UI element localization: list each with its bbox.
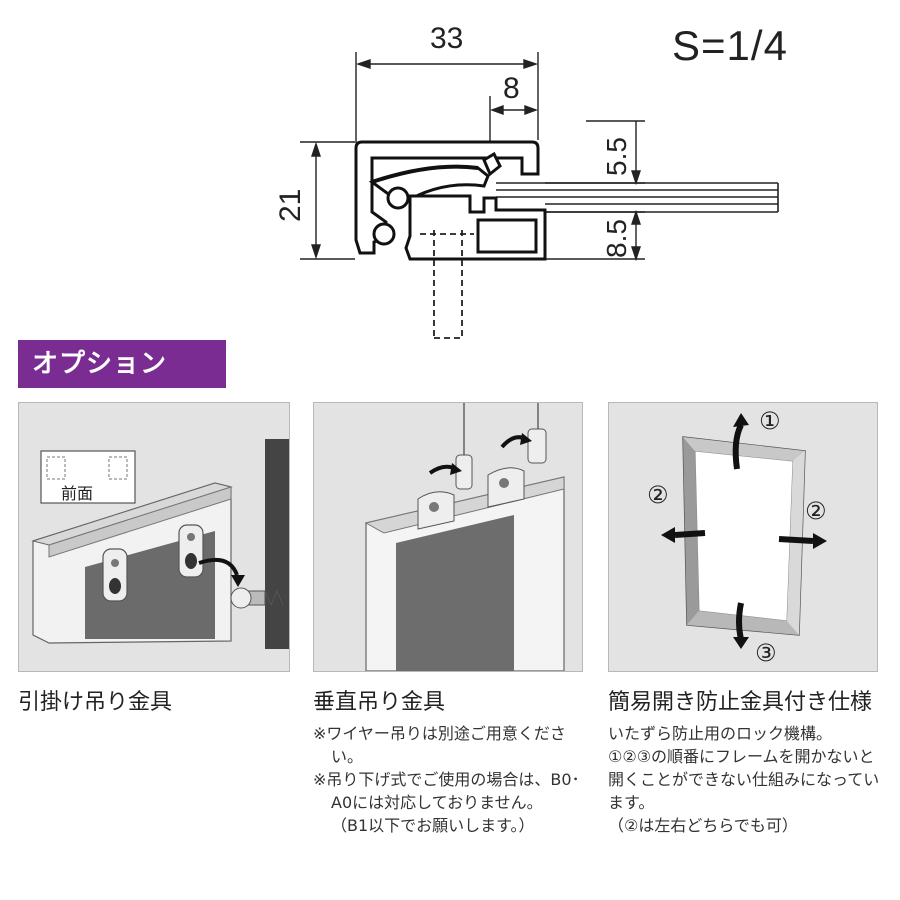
anti-open-note-1: いたずら防止用のロック機構。 — [608, 724, 833, 743]
step-marker-2-right: ② — [805, 497, 827, 525]
dim-gap-bottom: 8.5 — [601, 219, 632, 258]
step-marker-1: ① — [759, 407, 781, 435]
step-marker-2-left: ② — [647, 481, 669, 509]
anti-open-note-3: （②は左右どちらでも可） — [608, 816, 798, 835]
dim-width-total: 33 — [430, 22, 463, 55]
anti-open-illustration — [661, 413, 827, 649]
option-title-vertical-bracket: 垂直吊り金具 — [313, 690, 446, 715]
option-section-tag: オプション — [18, 340, 226, 388]
hanging-bracket-illustration — [31, 439, 289, 649]
vertical-note-3: （B1以下でお願いします。） — [331, 816, 535, 835]
anti-open-notes: いたずら防止用のロック機構。 ①②③の順番にフレームを開かないと開くことができな… — [608, 722, 880, 837]
dim-width-inner: 8 — [503, 72, 520, 105]
option-panel-hanging-bracket: 前面 — [18, 402, 290, 672]
aluminum-profile — [354, 140, 547, 261]
scale-label: S=1/4 — [672, 22, 788, 69]
option-title-anti-open: 簡易開き防止金具付き仕様 — [608, 690, 873, 715]
vertical-note-1: ※ワイヤー吊りは別途ご用意ください。 — [313, 724, 566, 766]
frame-section-diagram: 33 8 21 5.5 8.5 — [274, 22, 779, 339]
anti-open-note-2: ①②③の順番にフレームを開かないと開くことができない仕組みになっています。 — [608, 747, 880, 812]
option-panel-vertical-bracket — [313, 402, 583, 672]
vertical-note-2: ※吊り下げ式でご使用の場合は、B0･A0には対応しておりません。 — [313, 770, 580, 812]
option-title-hanging-bracket: 引掛け吊り金具 — [18, 690, 173, 715]
front-label: 前面 — [61, 484, 94, 503]
dim-height-total: 21 — [274, 189, 307, 222]
vertical-bracket-illustration — [364, 403, 565, 671]
step-marker-3: ③ — [755, 639, 777, 667]
option-panel-anti-open: ① ② ② ③ — [608, 402, 878, 672]
dim-gap-top: 5.5 — [601, 137, 632, 176]
vertical-bracket-notes: ※ワイヤー吊りは別途ご用意ください。 ※吊り下げ式でご使用の場合は、B0･A0に… — [313, 722, 585, 837]
